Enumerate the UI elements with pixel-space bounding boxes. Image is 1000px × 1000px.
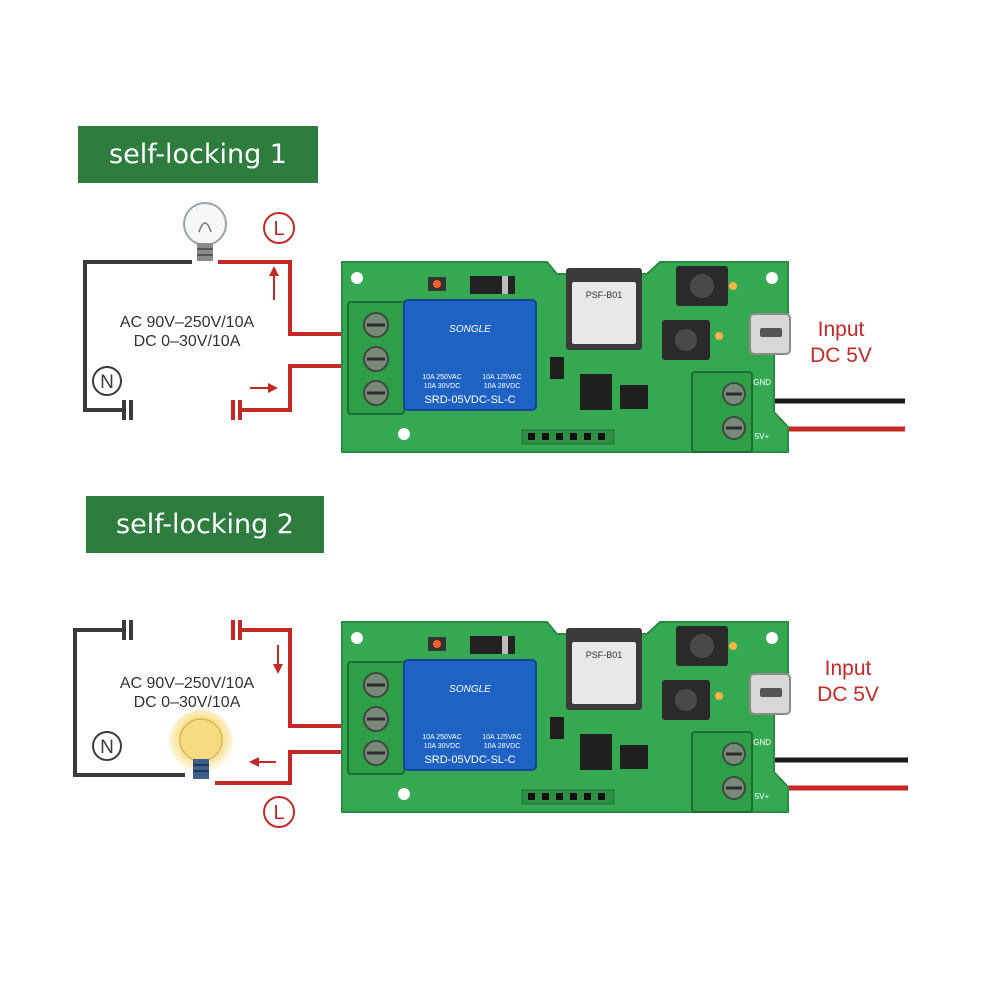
gnd-label-text: GND xyxy=(753,378,771,387)
relay-board-1: SONGLE 10A 250VAC 10A 30VDC 10A 125VAC 1… xyxy=(340,260,792,454)
ac-rating-text: AC 90V–250V/10A xyxy=(119,675,255,692)
live-wire-out xyxy=(215,750,350,785)
module-label-text: PSF-B01 xyxy=(586,290,623,300)
svg-text:10A 250VAC: 10A 250VAC xyxy=(422,734,462,741)
svg-text:10A 30VDC: 10A 30VDC xyxy=(424,743,461,750)
relay-brand-text: SONGLE xyxy=(449,684,491,695)
module-label-text: PSF-B01 xyxy=(586,650,623,660)
vin-label-text: 5V+ xyxy=(755,432,770,441)
section-title-self-locking-1: self-locking 1 xyxy=(78,126,318,183)
dc-rating-text: DC 0–30V/10A xyxy=(133,694,241,711)
arrow-up-icon xyxy=(269,266,279,300)
svg-text:N: N xyxy=(100,737,114,758)
dc-rating-text: DC 0–30V/10A xyxy=(133,333,241,350)
svg-text:10A 250VAC: 10A 250VAC xyxy=(422,374,462,381)
section-title-self-locking-2: self-locking 2 xyxy=(86,496,324,553)
input-voltage-text: DC 5V xyxy=(817,683,879,706)
vin-label-text: 5V+ xyxy=(755,792,770,801)
load-spec-1: AC 90V–250V/10A DC 0–30V/10A xyxy=(92,313,282,351)
input-text: Input xyxy=(817,318,865,341)
ac-rating-text: AC 90V–250V/10A xyxy=(119,314,255,331)
svg-text:10A 28VDC: 10A 28VDC xyxy=(484,743,521,750)
circuit-2: L N SONGLE 10A 250VAC 10A 30VDC 10A 125V… xyxy=(73,620,908,828)
light-bulb-on-icon xyxy=(169,710,233,779)
live-wire-out xyxy=(218,260,350,336)
live-symbol-icon: L xyxy=(263,796,295,828)
input-label-2: Input DC 5V xyxy=(803,656,893,708)
neutral-wire xyxy=(83,260,192,412)
svg-text:10A 125VAC: 10A 125VAC xyxy=(482,734,522,741)
svg-text:10A 28VDC: 10A 28VDC xyxy=(484,383,521,390)
light-bulb-off-icon xyxy=(183,202,227,261)
circuit-1: L N SONGLE 10A 250VAC 10A 30VDC 10A 125V… xyxy=(83,202,905,454)
relay-board-2: SONGLE 10A 250VAC 10A 30VDC 10A 125VAC 1… xyxy=(340,620,792,814)
neutral-wire xyxy=(73,628,185,777)
svg-text:10A 30VDC: 10A 30VDC xyxy=(424,383,461,390)
input-voltage-text: DC 5V xyxy=(810,344,872,367)
svg-text:L: L xyxy=(273,218,284,240)
input-label-1: Input DC 5V xyxy=(796,317,886,369)
live-wire-in xyxy=(240,364,350,412)
arrow-right-icon xyxy=(250,383,278,393)
svg-text:N: N xyxy=(100,372,114,393)
relay-brand-text: SONGLE xyxy=(449,324,491,335)
arrow-down-icon xyxy=(273,645,283,674)
relay-model-text: SRD-05VDC-SL-C xyxy=(424,394,515,406)
input-text: Input xyxy=(824,657,872,680)
svg-text:L: L xyxy=(273,802,284,824)
relay-model-text: SRD-05VDC-SL-C xyxy=(424,754,515,766)
load-spec-2: AC 90V–250V/10A DC 0–30V/10A xyxy=(92,674,282,712)
gnd-label-text: GND xyxy=(753,738,771,747)
arrow-left-icon xyxy=(249,757,276,767)
neutral-symbol-icon: N xyxy=(92,366,122,396)
live-wire-in xyxy=(240,628,350,728)
live-symbol-icon: L xyxy=(263,212,295,244)
neutral-symbol-icon: N xyxy=(92,731,122,761)
svg-text:10A 125VAC: 10A 125VAC xyxy=(482,374,522,381)
